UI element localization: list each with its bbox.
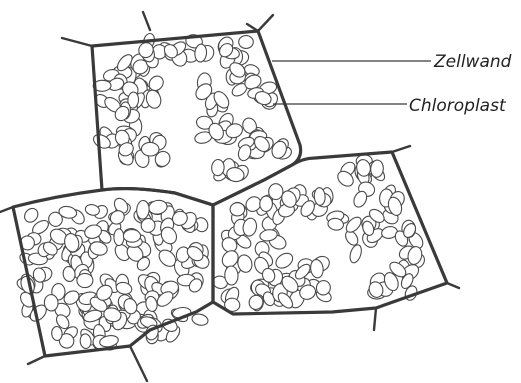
wall-spur <box>0 207 13 212</box>
chloroplast <box>273 250 295 271</box>
chloroplast <box>260 196 273 212</box>
chloroplast <box>77 273 93 287</box>
chloroplast <box>114 229 124 246</box>
wall-spur <box>392 146 410 152</box>
label-chloroplast-group: Chloroplast <box>273 96 507 116</box>
chloroplast <box>123 229 140 242</box>
chloroplast <box>51 326 62 341</box>
chloroplast <box>239 36 254 49</box>
chloroplast <box>224 266 238 286</box>
chloroplast-label: Chloroplast <box>409 96 507 116</box>
wall-spur <box>258 15 273 31</box>
wall-spur <box>28 356 45 364</box>
wall-spur <box>143 12 150 30</box>
zellwand-label: Zellwand <box>433 52 512 72</box>
chloroplast <box>269 184 283 200</box>
label-zellwand-group: Zellwand <box>272 52 512 72</box>
chloroplast <box>44 294 59 311</box>
chloroplast <box>211 159 224 176</box>
chloroplast <box>22 206 41 225</box>
wall-spur <box>130 346 147 381</box>
wall-spur <box>62 38 92 46</box>
chloroplast <box>230 202 245 216</box>
chloroplast <box>348 243 363 264</box>
chloroplast <box>141 142 159 156</box>
wall-spur <box>374 308 376 330</box>
wall-spur <box>447 283 459 288</box>
